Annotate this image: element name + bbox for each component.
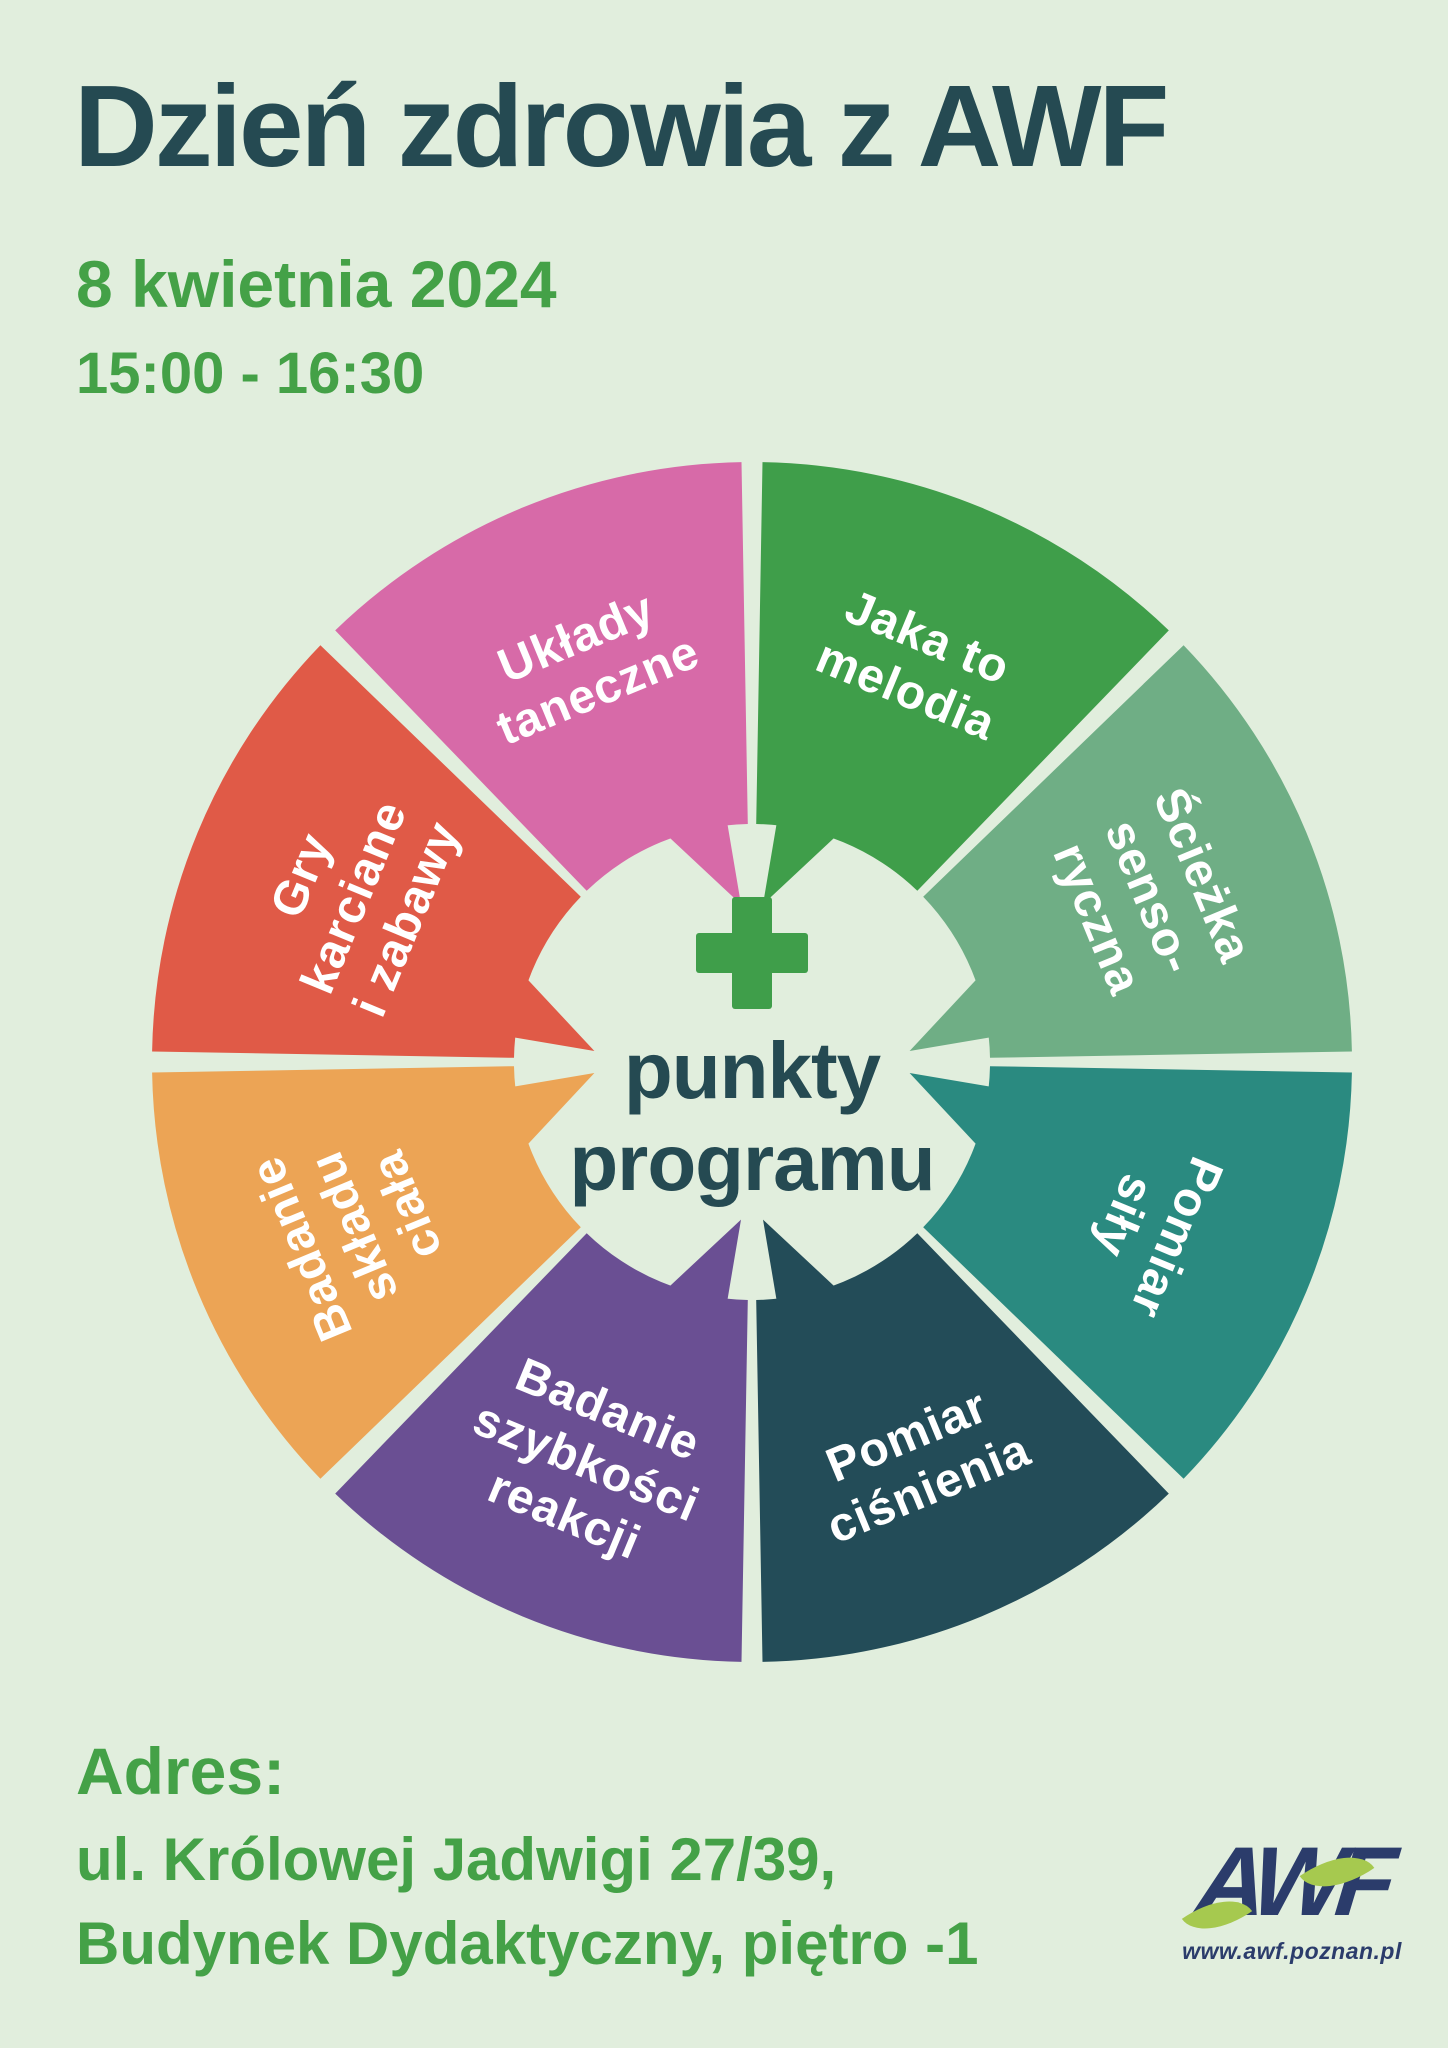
wheel-segment-6 [152,1066,595,1479]
plus-icon [696,897,808,1009]
poster-title: Dzień zdrowia z AWF [74,61,1169,191]
event-time: 15:00 - 16:30 [76,341,425,406]
wheel-segment-5 [335,1219,748,1662]
wheel-segment-2 [909,645,1352,1058]
website-url: www.awf.poznan.pl [1182,1938,1402,1964]
event-date: 8 kwietnia 2024 [76,247,557,321]
center-label-line1: punkty [624,1026,882,1115]
center-label-line2: programu [569,1118,934,1207]
address-line2: Budynek Dydaktyczny, piętro -1 [76,1910,979,1977]
address-line1: ul. Królowej Jadwigi 27/39, [76,1826,837,1893]
wheel-segment-4 [756,1219,1169,1662]
wheel-segment-1 [756,462,1169,905]
wheel-segment-3 [909,1066,1352,1479]
address-label: Adres: [76,1734,286,1808]
awf-logo: AWF www.awf.poznan.pl [1172,1826,1412,2002]
wheel-segment-8 [335,462,748,905]
address-block: Adres: ul. Królowej Jadwigi 27/39, Budyn… [76,1738,978,1998]
wheel-segment-7 [152,645,595,1058]
